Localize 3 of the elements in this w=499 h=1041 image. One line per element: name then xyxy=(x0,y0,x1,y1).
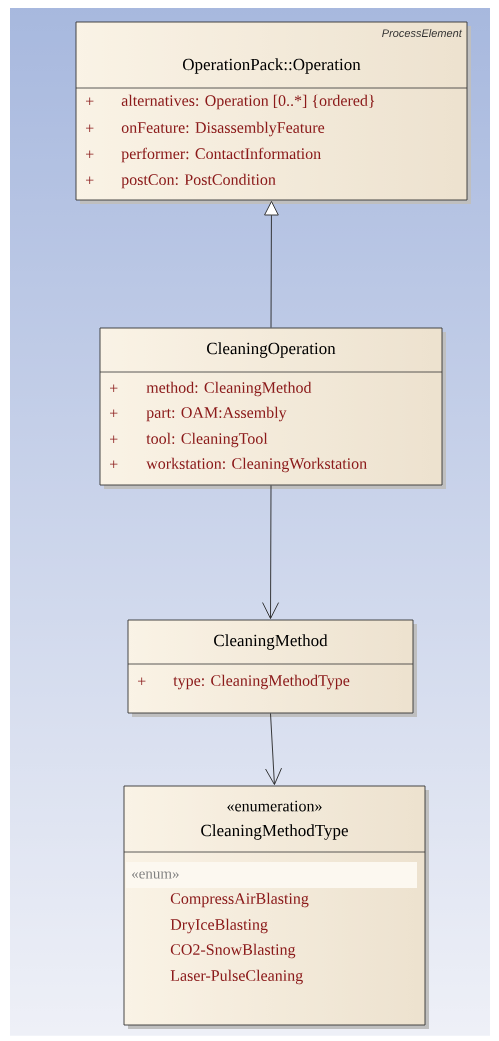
arrow xyxy=(264,201,279,328)
arrow xyxy=(262,485,279,619)
arrow xyxy=(265,713,282,785)
